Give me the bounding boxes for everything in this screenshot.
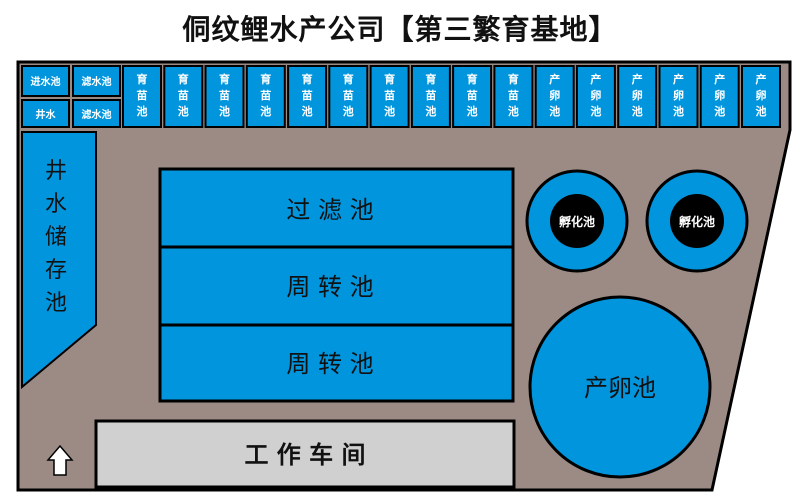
nursery-tank-label: 育 xyxy=(137,72,148,86)
nursery-tank-label: 池 xyxy=(178,104,189,118)
well-storage-char: 池 xyxy=(45,291,67,316)
spawning-tank-label: 产 xyxy=(549,72,560,86)
nursery-tank-label: 池 xyxy=(425,104,436,118)
spawning-tank[interactable] xyxy=(658,65,699,128)
spawning-tank[interactable] xyxy=(741,65,781,128)
well-small-pool[interactable] xyxy=(21,99,70,128)
nursery-tank-label: 育 xyxy=(260,72,271,86)
nursery-tank-label: 育 xyxy=(343,72,354,86)
nursery-tank-label: 苗 xyxy=(343,88,354,102)
well-storage-pool[interactable] xyxy=(21,131,97,390)
spawning-tank[interactable] xyxy=(699,65,740,128)
nursery-tank-label: 育 xyxy=(467,72,478,86)
nursery-tank[interactable] xyxy=(287,65,328,128)
spawning-tank-label: 产 xyxy=(714,72,725,86)
nursery-tank-label: 育 xyxy=(178,72,189,86)
turnover-pool-2-label: 周 转 池 xyxy=(286,350,373,378)
filter-pool-small-2[interactable] xyxy=(72,99,121,128)
nursery-tank-label: 苗 xyxy=(219,88,230,102)
nursery-tank-label: 苗 xyxy=(467,88,478,102)
spawning-tank[interactable] xyxy=(575,65,616,128)
nursery-tank-label: 苗 xyxy=(137,88,148,102)
workshop[interactable] xyxy=(94,419,516,489)
entrance-arrow-icon xyxy=(46,444,74,476)
nursery-tank[interactable] xyxy=(204,65,245,128)
nursery-tank-label: 池 xyxy=(508,104,519,118)
spawning-tank-label: 卵 xyxy=(714,88,725,102)
spawning-tank-label: 池 xyxy=(632,104,643,118)
well-storage-label: 井 水 储 存 池 xyxy=(45,159,67,316)
turnover-pool-1[interactable] xyxy=(158,245,515,327)
spawning-tank-label: 池 xyxy=(549,104,560,118)
nursery-tank[interactable] xyxy=(410,65,451,128)
spawning-pool-large-label: 产卵池 xyxy=(584,374,656,402)
nursery-tank-label: 育 xyxy=(302,72,313,86)
hatching-pool-1-core xyxy=(550,194,604,248)
nursery-tank[interactable] xyxy=(122,65,162,128)
turnover-pool-2[interactable] xyxy=(158,323,515,403)
nursery-tank-label: 池 xyxy=(137,104,148,118)
spawning-tank-label: 产 xyxy=(673,72,684,86)
well-small-pool-label: 井水 xyxy=(36,108,57,121)
page-title: 侗纹鲤水产公司【第三繁育基地】 xyxy=(182,13,618,46)
nursery-tank-label: 池 xyxy=(343,104,354,118)
spawning-tank-label: 池 xyxy=(756,104,767,118)
nursery-tank-label: 育 xyxy=(508,72,519,86)
hatching-pool-2-label: 孵化池 xyxy=(679,214,715,229)
spawning-tank-label: 卵 xyxy=(673,88,684,102)
nursery-tank-label: 苗 xyxy=(178,88,189,102)
nursery-tank-label: 池 xyxy=(260,104,271,118)
nursery-tank-label: 育 xyxy=(219,72,230,86)
top-small-pools: 进水池 滤水池 井水 滤水池 xyxy=(21,65,121,128)
spawning-tank-label: 卵 xyxy=(549,88,560,102)
nursery-tank-label: 苗 xyxy=(425,88,436,102)
nursery-tank[interactable] xyxy=(493,65,534,128)
nursery-tank-label: 池 xyxy=(384,104,395,118)
well-storage-char: 存 xyxy=(45,258,67,283)
spawning-tank-label: 产 xyxy=(632,72,643,86)
spawning-tank-label: 卵 xyxy=(590,88,601,102)
spawning-tank-label: 产 xyxy=(756,72,767,86)
turnover-pool-1-label: 周 转 池 xyxy=(286,273,373,301)
nursery-tank-label: 育 xyxy=(425,72,436,86)
spawning-tank-label: 池 xyxy=(673,104,684,118)
filter-pool-label: 过 滤 池 xyxy=(286,196,373,224)
well-storage-char: 储 xyxy=(45,225,67,250)
nursery-tank-label: 苗 xyxy=(302,88,313,102)
nursery-tank[interactable] xyxy=(452,65,493,128)
spawning-tank-label: 卵 xyxy=(632,88,643,102)
well-storage-char: 井 xyxy=(45,159,67,184)
spawning-tank[interactable] xyxy=(534,65,575,128)
filter-pool-small-1[interactable] xyxy=(72,65,121,97)
nursery-tank[interactable] xyxy=(245,65,286,128)
nursery-tank-label: 苗 xyxy=(260,88,271,102)
tank-row: 育苗池育苗池育苗池育苗池育苗池育苗池育苗池育苗池育苗池育苗池产卵池产卵池产卵池产… xyxy=(122,65,781,128)
spawning-tank-label: 产 xyxy=(590,72,601,86)
well-storage-char: 水 xyxy=(45,192,67,217)
spawning-tank[interactable] xyxy=(617,65,658,128)
nursery-tank-label: 苗 xyxy=(384,88,395,102)
hatching-pool-1-label: 孵化池 xyxy=(559,214,595,229)
nursery-tank-label: 育 xyxy=(384,72,395,86)
workshop-label: 工 作 车 间 xyxy=(244,440,365,469)
inlet-pool-label: 进水池 xyxy=(31,75,61,88)
filter-pool[interactable] xyxy=(158,167,515,249)
spawning-tank-label: 卵 xyxy=(756,88,767,102)
hatching-pool-2-core xyxy=(670,194,724,248)
nursery-tank[interactable] xyxy=(163,65,204,128)
spawning-tank-label: 池 xyxy=(714,104,725,118)
inlet-pool[interactable] xyxy=(21,65,70,97)
nursery-tank[interactable] xyxy=(328,65,369,128)
spawning-tank-label: 池 xyxy=(590,104,601,118)
nursery-tank-label: 池 xyxy=(467,104,478,118)
spawning-pool-large[interactable] xyxy=(528,295,712,479)
nursery-tank-label: 苗 xyxy=(508,88,519,102)
nursery-tank-label: 池 xyxy=(219,104,230,118)
nursery-tank-label: 池 xyxy=(302,104,313,118)
filter-pool-small-2-label: 滤水池 xyxy=(82,108,112,121)
nursery-tank[interactable] xyxy=(369,65,410,128)
filter-pool-small-1-label: 滤水池 xyxy=(82,75,112,88)
